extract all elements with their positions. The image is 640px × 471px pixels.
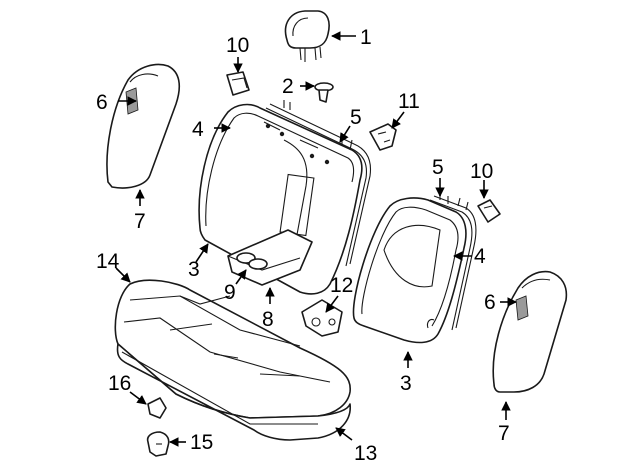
callout-4-left: 4: [192, 118, 204, 141]
callout-7-left: 7: [134, 210, 146, 233]
callout-2: 2: [282, 75, 294, 98]
seat-cushion-base: [116, 343, 351, 441]
clip-right: [477, 199, 501, 223]
callout-13: 13: [354, 442, 377, 465]
clip-left: [226, 71, 250, 96]
headrest: [284, 10, 330, 62]
callout-10-right: 10: [470, 160, 493, 183]
callout-7-right: 7: [498, 422, 510, 445]
armrest-cupholder: [227, 229, 313, 286]
frame-wire-left: [265, 100, 372, 267]
callout-12: 12: [330, 274, 353, 297]
callout-6-left: 6: [96, 91, 108, 114]
callout-3-right: 3: [400, 372, 412, 395]
seat-back-left: [198, 103, 363, 295]
clip-15: [146, 431, 170, 457]
leader-lines: [115, 31, 517, 447]
callout-1: 1: [360, 26, 372, 49]
bracket-right-upper: [369, 123, 397, 151]
callout-5-right: 5: [432, 156, 444, 179]
callout-3-left: 3: [188, 258, 200, 281]
callout-10-left: 10: [226, 34, 249, 57]
seat-back-right: [352, 197, 467, 344]
callout-14: 14: [96, 250, 120, 273]
headrest-guide: [314, 82, 334, 103]
clip-16: [147, 397, 167, 419]
callout-5-left: 5: [350, 106, 362, 129]
callout-11: 11: [398, 90, 420, 113]
callout-9: 9: [224, 281, 236, 304]
callout-16: 16: [108, 372, 131, 395]
callout-4-right: 4: [474, 245, 486, 268]
callout-15: 15: [190, 431, 213, 454]
bracket-lower: [301, 299, 343, 337]
callout-labels: 1 2 10 6 7 4 5 11 3 9 8 12 5 10 4 3 6 7 …: [96, 26, 510, 465]
side-bolster-left: [106, 63, 181, 189]
side-bolster-right: [492, 270, 568, 393]
callout-6-right: 6: [484, 291, 496, 314]
callout-8: 8: [262, 308, 274, 331]
